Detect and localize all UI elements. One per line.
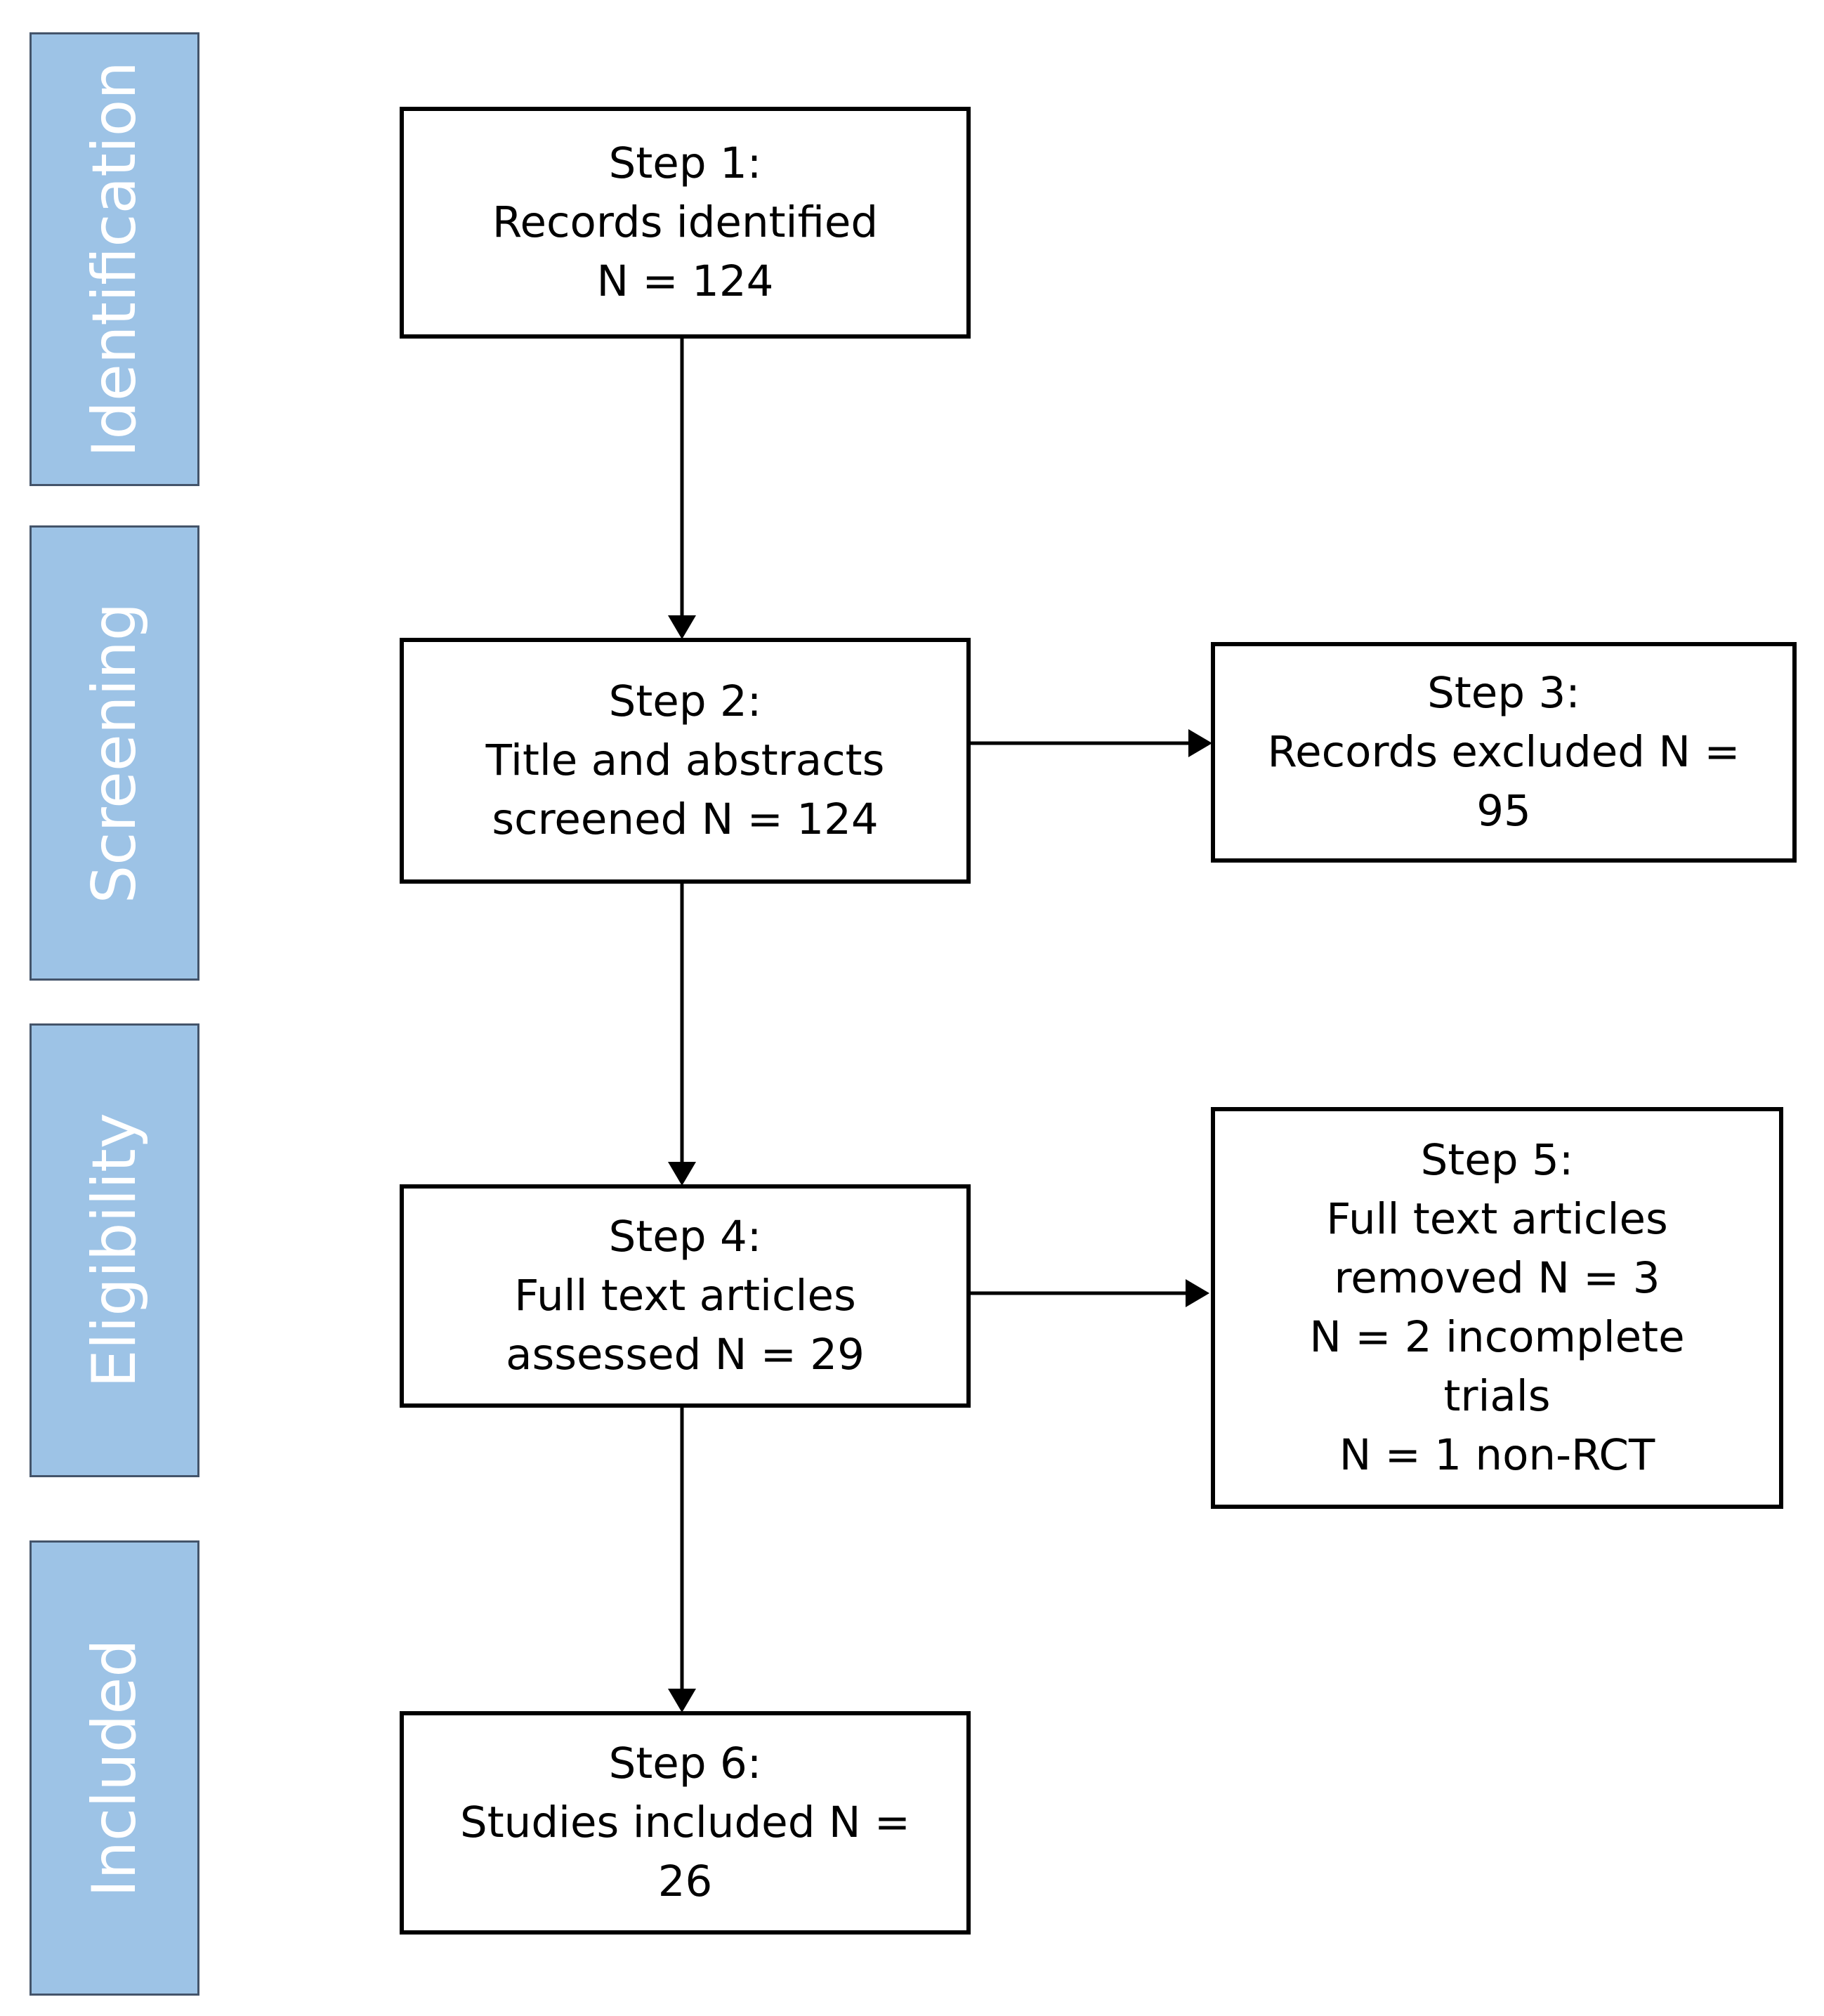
- step1-title: Step 1:: [608, 138, 762, 188]
- step3-title: Step 3:: [1427, 668, 1580, 718]
- step4-count: assessed N = 29: [506, 1330, 865, 1380]
- step3-box: Step 3: Records excluded N = 95: [1211, 642, 1797, 863]
- step2-text: Title and abstracts: [485, 735, 885, 785]
- step3-text: Records excluded N =: [1267, 727, 1740, 777]
- step2-count: screened N = 124: [492, 794, 879, 844]
- phase-included: Included: [29, 1540, 199, 1996]
- arrowhead-step2: [668, 615, 696, 639]
- step1-text: Records identified: [492, 197, 879, 247]
- arrowhead-step6: [668, 1689, 696, 1713]
- step5-count: removed N = 3: [1334, 1253, 1660, 1303]
- step5-title: Step 5:: [1420, 1135, 1574, 1185]
- step2-box: Step 2: Title and abstracts screened N =…: [400, 638, 971, 884]
- step4-box: Step 4: Full text articles assessed N = …: [400, 1184, 971, 1408]
- step6-count: 26: [657, 1857, 713, 1906]
- step1-box: Step 1: Records identified N = 124: [400, 107, 971, 339]
- step2-title: Step 2:: [608, 676, 762, 726]
- phase-screening: Screening: [29, 525, 199, 981]
- step3-count: 95: [1476, 786, 1531, 836]
- arrowhead-step3: [1188, 729, 1212, 757]
- step6-box: Step 6: Studies included N = 26: [400, 1711, 971, 1935]
- step4-title: Step 4:: [608, 1212, 762, 1262]
- step5-reason-incomplete-cont: trials: [1443, 1371, 1551, 1421]
- step1-count: N = 124: [596, 256, 774, 306]
- step5-text: Full text articles: [1326, 1194, 1668, 1244]
- step5-reason-incomplete: N = 2 incomplete: [1309, 1312, 1685, 1362]
- step6-text: Studies included N =: [460, 1798, 910, 1847]
- phase-identification: Identification: [29, 32, 199, 486]
- arrowhead-step4: [668, 1162, 696, 1186]
- step6-title: Step 6:: [608, 1739, 762, 1788]
- phase-eligibility: Eligibility: [29, 1023, 199, 1477]
- step5-reason-non-rct: N = 1 non-RCT: [1339, 1430, 1655, 1480]
- step4-text: Full text articles: [514, 1271, 856, 1321]
- arrowhead-step5: [1186, 1279, 1209, 1307]
- step5-box: Step 5: Full text articles removed N = 3…: [1211, 1107, 1783, 1509]
